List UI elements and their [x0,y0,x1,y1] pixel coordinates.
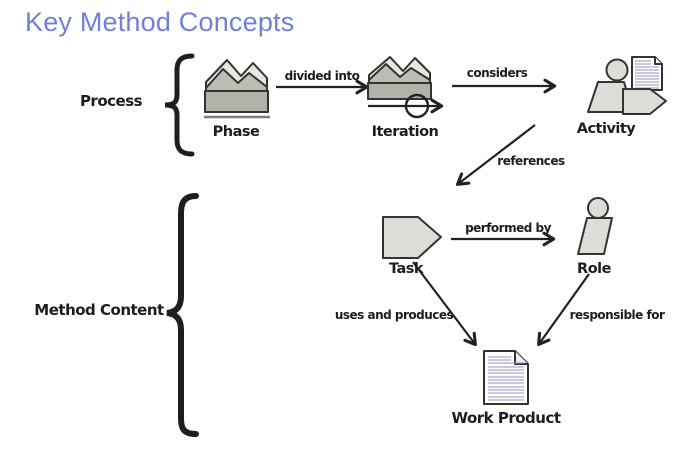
work-product-node: Work Product [451,350,561,427]
process-group: Process Phase divided into [80,53,667,157]
activity-task-pentagon [622,88,667,115]
work-product-icon [483,350,529,405]
task-node: Task [382,216,442,277]
iteration-node: Iteration [367,56,444,140]
activity-icon [587,56,667,115]
relation-uses-and-produces: uses and produces [335,261,477,347]
method-content-brace [166,193,199,437]
phase-icon [204,59,270,119]
relation-considers: considers [452,66,557,94]
phase-label: Phase [213,124,260,140]
activity-person-head [605,58,629,82]
considers-label: considers [467,66,528,80]
divided-into-label: divided into [285,69,360,83]
relation-performed-by: performed by [451,221,556,247]
page-title: Key Method Concepts [25,7,294,37]
iteration-loop-circle [404,93,430,119]
iteration-icon [367,56,444,119]
role-body [577,217,613,255]
role-icon [577,197,613,255]
relation-divided-into: divided into [276,69,369,95]
work-product-label: Work Product [451,409,560,427]
role-label: Role [577,261,612,277]
role-head [587,197,609,219]
method-content-group: Method Content Task performed by Role us… [34,193,665,437]
activity-label: Activity [577,121,637,137]
task-icon [382,216,442,259]
phase-node: Phase [204,59,270,140]
activity-document [631,56,663,91]
relation-references: references [455,124,566,186]
relation-responsible-for: responsible for [537,273,665,347]
references-arrow [455,124,536,186]
performed-by-label: performed by [465,221,552,235]
iteration-label: Iteration [372,124,439,140]
process-group-label: Process [80,92,143,110]
responsible-for-label: responsible for [570,308,665,322]
uses-and-produces-arrow [412,261,477,347]
role-node: Role [577,197,613,277]
process-brace [164,53,195,157]
responsible-for-arrow [537,273,590,347]
method-content-group-label: Method Content [34,301,164,319]
references-label: references [497,154,565,168]
activity-node: Activity [577,56,667,137]
uses-and-produces-label: uses and produces [335,308,454,322]
